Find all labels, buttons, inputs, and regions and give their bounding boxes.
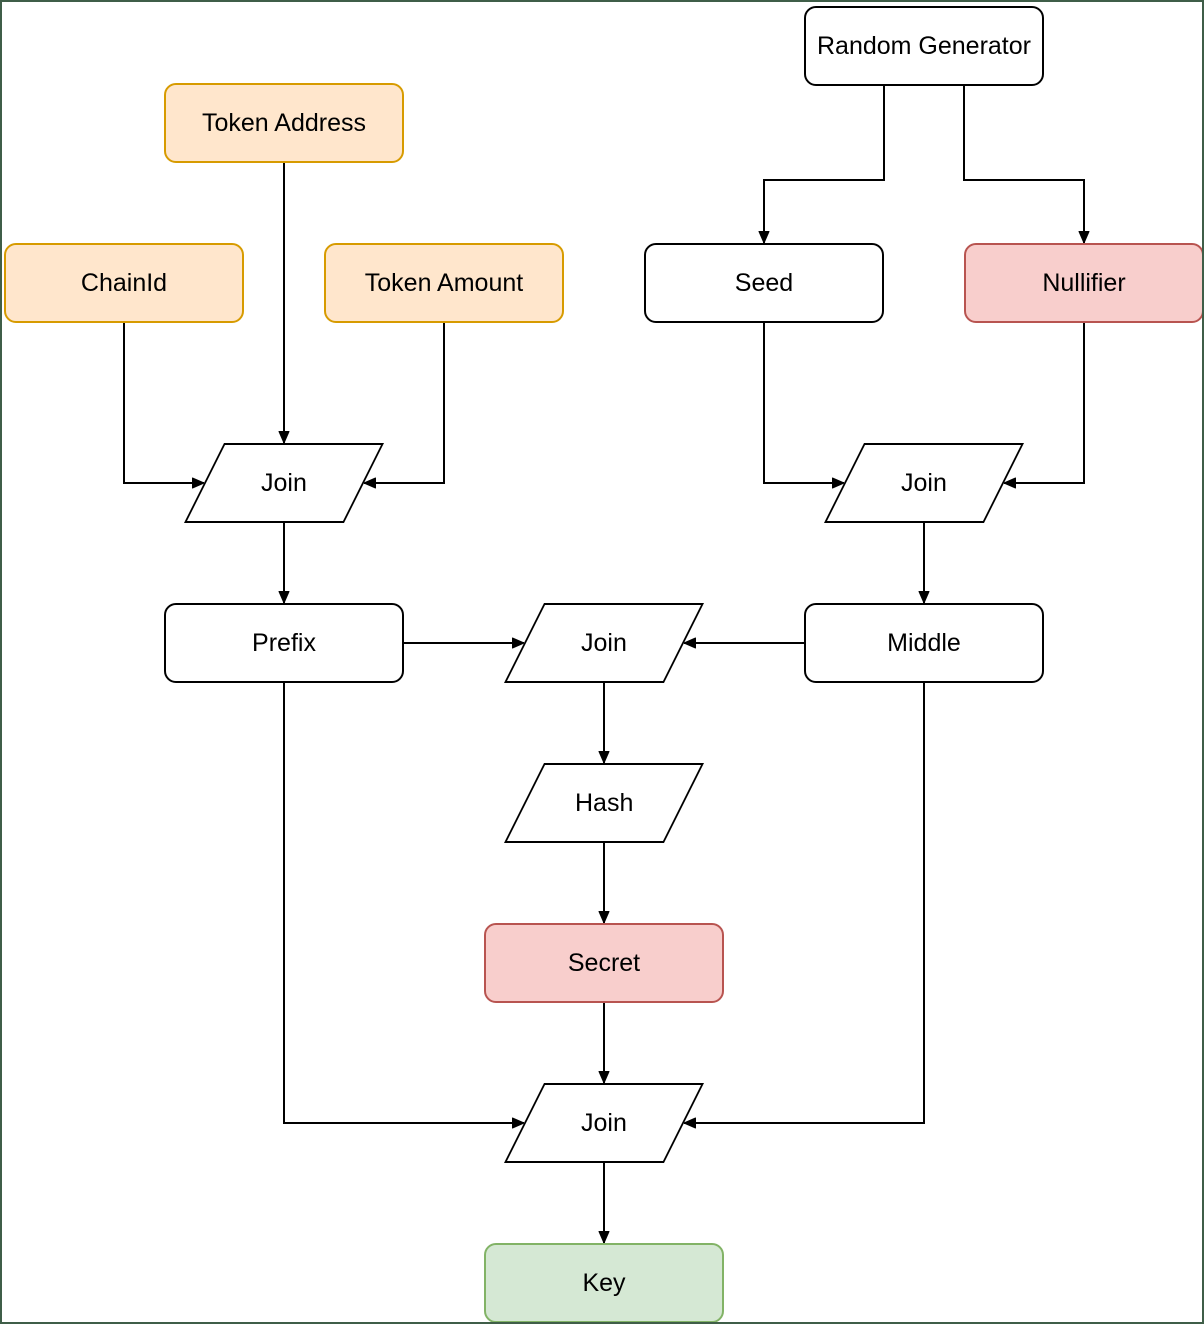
node-key: Key — [484, 1243, 724, 1322]
node-token-address-label: Token Address — [202, 109, 366, 137]
node-token-amount: Token Amount — [324, 243, 564, 323]
node-nullifier-label: Nullifier — [1042, 269, 1126, 297]
node-secret-label: Secret — [567, 949, 641, 977]
edge-random-generator-to-seed — [758, 86, 885, 244]
node-secret: Secret — [484, 923, 724, 1003]
node-key-label: Key — [582, 1269, 626, 1297]
node-join-left-label: Join — [261, 469, 307, 497]
edge-random-generator-to-nullifier — [963, 86, 1090, 244]
node-hash-label: Hash — [574, 789, 634, 817]
node-chainid-label: ChainId — [80, 269, 168, 297]
node-token-address: Token Address — [164, 83, 404, 163]
node-random-generator: Random Generator — [804, 6, 1044, 86]
edge-chainid-to-join-left — [123, 323, 205, 489]
node-middle: Middle — [804, 603, 1044, 683]
edge-seed-to-join-right — [763, 323, 845, 489]
node-join-right-label: Join — [901, 469, 947, 497]
node-seed-label: Seed — [734, 269, 794, 297]
edge-middle-to-join-bottom — [683, 683, 925, 1129]
node-seed: Seed — [644, 243, 884, 323]
edge-nullifier-to-join-right — [1003, 323, 1085, 489]
node-nullifier: Nullifier — [964, 243, 1202, 323]
node-middle-label: Middle — [887, 629, 961, 657]
edge-token-amount-to-join-left — [363, 323, 445, 489]
node-chainid: ChainId — [4, 243, 244, 323]
node-prefix-label: Prefix — [252, 629, 316, 657]
node-random-generator-label: Random Generator — [816, 32, 1031, 60]
node-join-center-label: Join — [581, 629, 627, 657]
node-join-bottom-label: Join — [581, 1109, 627, 1137]
node-prefix: Prefix — [164, 603, 404, 683]
node-token-amount-label: Token Amount — [364, 269, 524, 297]
edge-prefix-to-join-bottom — [283, 683, 525, 1129]
